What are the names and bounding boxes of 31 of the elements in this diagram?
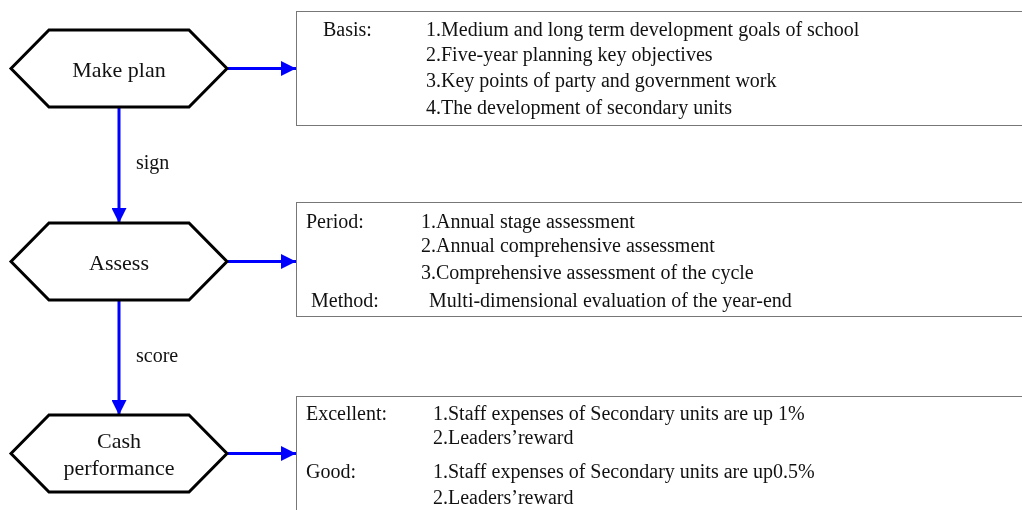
arrow — [227, 446, 296, 461]
info-text: 3.Key points of party and government work — [426, 69, 777, 91]
info-text: Period: — [306, 210, 364, 232]
process-hexagon — [11, 415, 227, 492]
arrow — [111, 107, 127, 223]
arrow — [227, 254, 296, 269]
info-text: 1.Medium and long term development goals of school — [426, 18, 860, 40]
step-label: Make plan — [71, 55, 167, 82]
info-text: 2.Leaders’reward — [433, 486, 574, 508]
info-text: Method: — [311, 289, 379, 311]
info-text: 2.Annual comprehensive assessment — [421, 234, 715, 256]
arrow — [227, 61, 296, 76]
step-label: Cash performance — [62, 426, 176, 481]
info-text: Excellent: — [306, 402, 388, 424]
info-text: Multi-dimensional evaluation of the year-end — [429, 289, 792, 311]
info-text: Basis: — [323, 18, 372, 40]
info-text: 3.Comprehensive assessment of the cycle — [421, 261, 754, 283]
info-text: 4.The development of secondary units — [426, 96, 733, 118]
info-text: 2.Leaders’reward — [433, 426, 574, 448]
info-box — [296, 202, 1022, 317]
info-box — [296, 11, 1022, 126]
info-text: Good: — [306, 460, 356, 482]
process-hexagon — [11, 223, 227, 300]
info-text: 1.Staff expenses of Secondary units are up0.5% — [433, 460, 815, 482]
step-label: Assess — [88, 248, 150, 275]
info-text: 2.Five-year planning key objectives — [426, 43, 713, 65]
info-text: 1.Staff expenses of Secondary units are up 1% — [433, 402, 805, 424]
info-text: 1.Annual stage assessment — [421, 210, 635, 232]
process-hexagon — [11, 30, 227, 107]
info-box — [296, 396, 1022, 510]
arrow — [111, 300, 127, 415]
